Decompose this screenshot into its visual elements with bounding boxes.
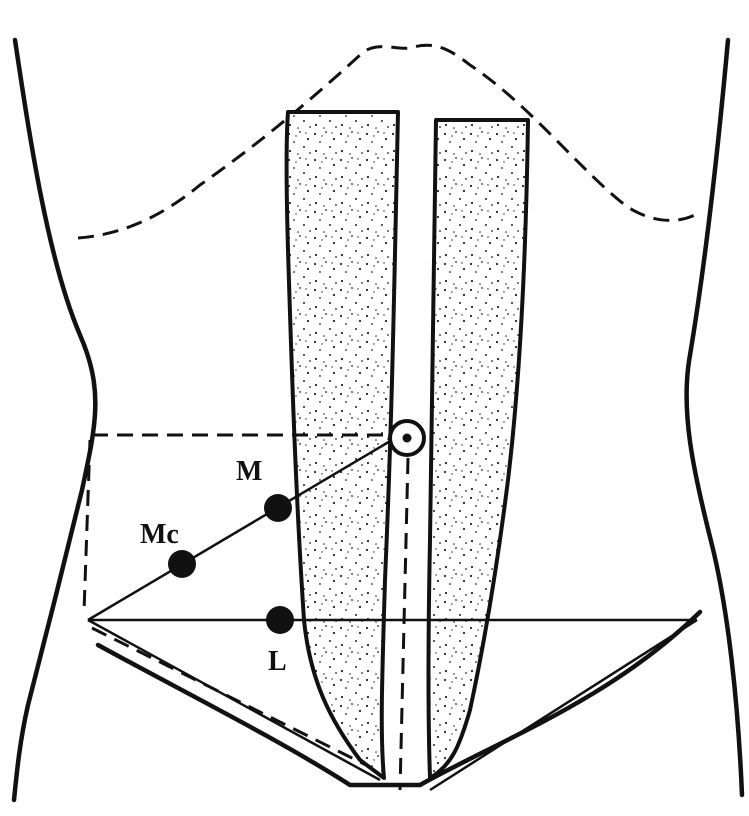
point-l <box>266 606 294 634</box>
pubic-outline <box>98 612 700 785</box>
right-rectus-muscle <box>429 120 529 778</box>
umbilicus-center <box>403 434 412 443</box>
point-mc <box>168 550 196 578</box>
left-flank-outline <box>14 40 95 800</box>
label-m: M <box>236 456 262 487</box>
point-m <box>264 494 292 522</box>
label-l: L <box>268 646 287 677</box>
label-mc: Mc <box>140 519 179 550</box>
right-flank-outline <box>687 40 742 795</box>
dashed-midline <box>400 458 408 790</box>
